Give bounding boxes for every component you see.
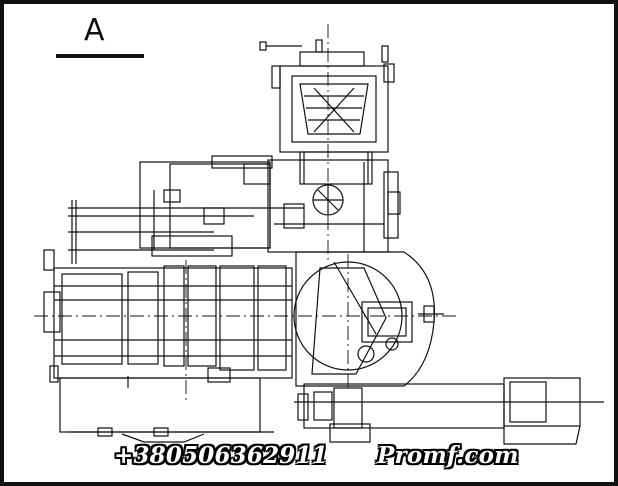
watermark-site: Promf.com: [377, 442, 519, 469]
watermark-phone: +380506362911: [114, 442, 328, 469]
engine-assembly-drawing: [34, 24, 604, 445]
top-housing: [259, 39, 395, 185]
lower-pad: [70, 431, 274, 443]
view-label-underline: [56, 54, 144, 58]
center-lines: [34, 24, 456, 404]
flywheel-housing: [293, 251, 444, 387]
transmission-block: [43, 249, 293, 388]
base-block: [59, 377, 261, 437]
output-shaft: [294, 377, 604, 445]
central-body: [139, 155, 401, 253]
view-label: A: [84, 13, 105, 48]
control-rods: [68, 189, 305, 264]
